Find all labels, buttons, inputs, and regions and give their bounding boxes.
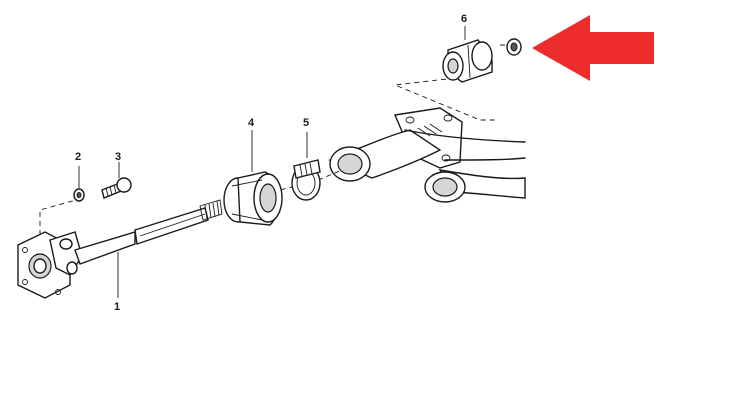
hose-clamp [291, 132, 321, 201]
rubber-bushing [442, 38, 522, 83]
center-bearing [223, 130, 283, 226]
drive-shaft [17, 199, 223, 299]
washer [73, 166, 85, 202]
callout-2: 2 [75, 151, 81, 163]
callout-5: 5 [303, 117, 309, 129]
axle-carrier [328, 107, 526, 203]
arrow-left-icon [532, 15, 654, 81]
callout-3: 3 [115, 151, 121, 163]
callout-6: 6 [461, 13, 467, 25]
callout-1: 1 [114, 301, 120, 313]
callout-4: 4 [248, 117, 255, 129]
bolt [101, 162, 132, 199]
